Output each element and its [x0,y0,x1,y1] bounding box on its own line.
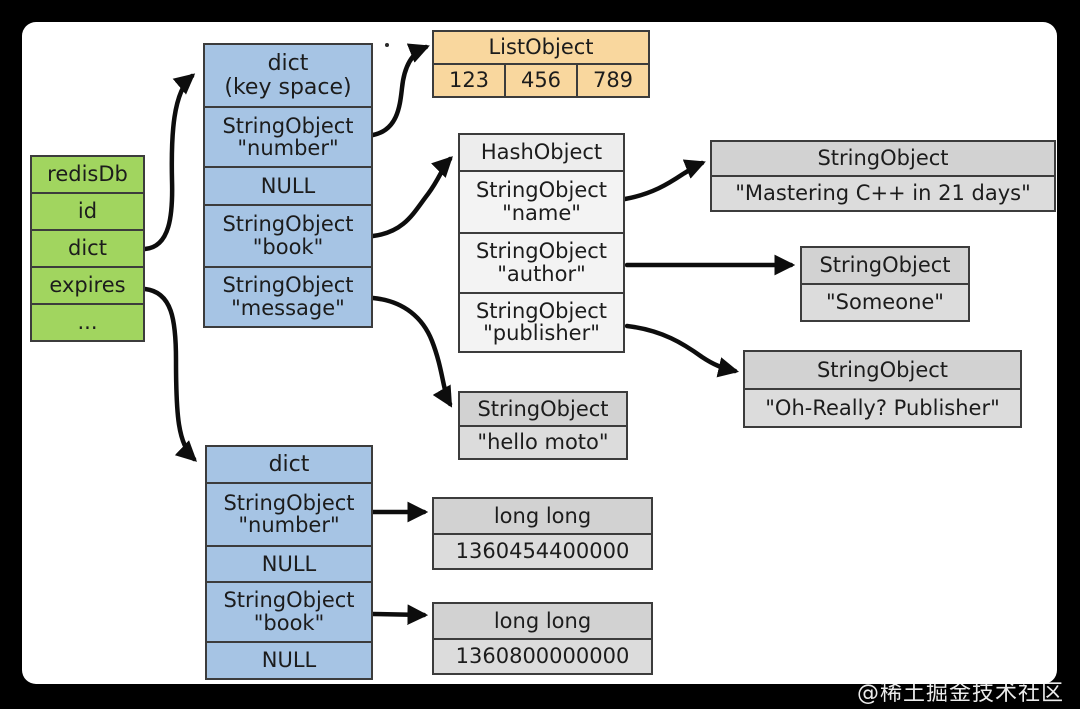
hash-field-author-row: StringObject"author" [460,231,623,292]
long-long-header: long long [434,604,651,638]
redisdb-dict-row: dict [32,229,143,266]
null-row: NULL [207,544,371,581]
string-object-value: "Mastering C++ in 21 days" [712,175,1054,210]
list-item: 789 [576,65,648,96]
key-book-row: StringObject"book" [205,204,371,266]
null-row: NULL [205,165,371,205]
hash-object-header: HashObject [460,135,623,171]
expires-dict-header: dict [207,447,371,483]
string-object-header: StringObject [460,393,626,425]
redisdb-title-row: redisDb [32,157,143,192]
long-long-value: 1360454400000 [434,532,651,568]
dict-keyspace-table: dict(key space) StringObject"number" NUL… [203,43,373,328]
string-object-value: "Someone" [802,283,968,320]
string-object-mastering: StringObject "Mastering C++ in 21 days" [710,140,1056,212]
list-object-header: ListObject [434,32,648,63]
redisdb-table: redisDb id dict expires ... [30,155,145,342]
key-message-row: StringObject"message" [205,265,371,327]
null-row: NULL [207,640,371,678]
hash-field-publisher-row: StringObject"publisher" [460,291,623,351]
string-object-value: "Oh-Really? Publisher" [745,388,1020,426]
list-object-items: 123 456 789 [434,63,648,96]
watermark: @稀土掘金技术社区 [856,681,1064,706]
hash-object-table: HashObject StringObject"name" StringObje… [458,133,625,353]
string-object-hello-moto: StringObject "hello moto" [458,391,628,460]
string-object-someone: StringObject "Someone" [800,246,970,322]
string-object-header: StringObject [745,352,1020,388]
expires-dict-table: dict StringObject"number" NULL StringObj… [205,445,373,680]
long-long-number: long long 1360454400000 [432,497,653,570]
stray-dot [385,43,389,47]
redisdb-ellipsis-row: ... [32,303,143,340]
list-item: 123 [448,68,490,93]
list-item: 456 [504,65,576,96]
long-long-book: long long 1360800000000 [432,602,653,675]
hash-field-name-row: StringObject"name" [460,170,623,232]
redisdb-id-row: id [32,192,143,229]
string-object-header: StringObject [712,142,1054,175]
key-number-row: StringObject"number" [205,106,371,166]
expires-number-row: StringObject"number" [207,482,371,545]
string-object-value: "hello moto" [460,424,626,458]
string-object-publisher: StringObject "Oh-Really? Publisher" [743,350,1022,428]
list-object-table: ListObject 123 456 789 [432,30,650,98]
long-long-header: long long [434,499,651,533]
dict-keyspace-header: dict(key space) [205,45,371,107]
string-object-header: StringObject [802,248,968,283]
long-long-value: 1360800000000 [434,637,651,673]
redisdb-expires-row: expires [32,266,143,303]
expires-book-row: StringObject"book" [207,581,371,641]
